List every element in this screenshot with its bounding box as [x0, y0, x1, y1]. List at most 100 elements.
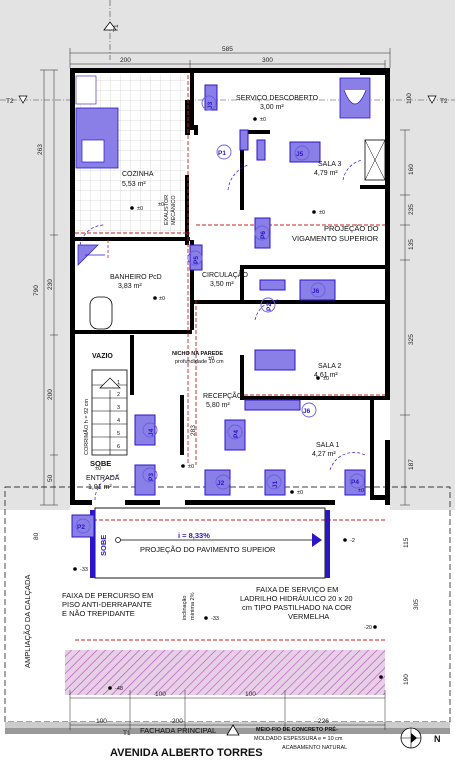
note-ramp-slope: i = 8,33% [178, 531, 210, 540]
label-fachada: FACHADA PRINCIPAL [140, 726, 216, 735]
dim-left-80: 80 [33, 532, 40, 540]
dim-bottom-100c: 100 [245, 691, 256, 698]
tag-p4-exterior: P4 [351, 479, 359, 486]
dim-left-790: 790 [33, 285, 40, 296]
room-entrada-area: 1,01 m² [88, 484, 112, 491]
note-sobe-ramp: SOBE [99, 535, 108, 556]
room-servico-area: 3,00 m² [260, 104, 284, 111]
level-sala3: ±0 [319, 210, 325, 216]
stair-step-5: 5 [117, 431, 120, 437]
note-servico-1: FAIXA DE SERVIÇO EM [256, 585, 338, 594]
dim-left-200: 200 [47, 389, 54, 400]
stair-step-6: 6 [117, 444, 120, 450]
pillar-tags [75, 95, 365, 534]
dim-right-325: 325 [408, 334, 415, 345]
room-entrada-name: ENTRADA [86, 475, 120, 482]
room-sala2-name: SALA 2 [318, 363, 341, 370]
level-servico: ±0 [260, 117, 266, 123]
room-sala2-area: 4,61 m² [314, 372, 338, 379]
tag-p4-interior: P4 [233, 430, 240, 438]
room-circulacao-area: 3,50 m² [210, 281, 234, 288]
axis-t2: T2 T2 [0, 95, 455, 105]
level-markers [73, 117, 383, 690]
stair-step-1: 1 [117, 380, 120, 386]
dim-right-235: 235 [408, 204, 415, 215]
tag-j2: J2 [217, 480, 225, 487]
level-recepcao: ±0 [188, 464, 194, 470]
dim-bottom-200: 200 [172, 718, 183, 725]
level-sidewalk-c: -20 [364, 625, 372, 631]
dim-top-total: 585 [222, 46, 233, 53]
neighbour-top [0, 0, 455, 68]
level-banheiro: ±0 [159, 296, 165, 302]
axis-label-t1-bottom: T1 [123, 730, 131, 737]
tag-j5: J5 [296, 151, 304, 158]
room-recepcao-area: 5,80 m² [206, 402, 230, 409]
dim-mid-283: 283 [190, 425, 197, 436]
tag-p2-exterior: P2 [77, 524, 85, 531]
dim-right-115: 115 [403, 537, 410, 548]
tag-j3: J3 [207, 101, 214, 109]
room-banheiro-name: BANHEIRO PcD [110, 274, 162, 281]
dim-right-100: 100 [406, 93, 413, 104]
level-sala1b: ±0 [358, 488, 364, 494]
note-mecanico: MECÂNICO [170, 195, 177, 225]
room-sala3-name: SALA 3 [318, 161, 341, 168]
tag-j6-lower: J6 [303, 408, 311, 415]
level-sala2: ±0 [323, 376, 329, 382]
counter-top [75, 75, 97, 105]
left-dimensions [40, 69, 58, 506]
note-servico-2: LADRILHO HIDRÁULICO 20 x 20 [240, 594, 353, 603]
tag-p6: P6 [260, 231, 267, 239]
door-swings [79, 159, 366, 501]
level-cozinha: ±0 [137, 206, 143, 212]
level-sidewalk-b: -33 [211, 616, 219, 622]
note-sobe-stairs: SOBE [90, 459, 111, 468]
tag-p3: P3 [148, 473, 155, 481]
pillars [71, 84, 366, 538]
tag-j4: J4 [148, 428, 155, 436]
note-exaustor: EXAUSTOR [164, 195, 170, 225]
stair-step-2: 2 [117, 392, 120, 398]
toilet [89, 296, 113, 330]
axis-label-t2-left: T2 [6, 98, 14, 105]
stair-step-4: 4 [117, 418, 120, 424]
dim-bottom-100b: 100 [155, 691, 166, 698]
level-circulacao: ±0 [208, 356, 214, 362]
room-cozinha-area: 5,53 m² [122, 181, 146, 188]
note-meiofio-3: ACABAMENTO NATURAL [282, 745, 347, 751]
dim-right-160: 160 [408, 164, 415, 175]
interior-walls [70, 70, 390, 505]
service-strip [65, 650, 385, 695]
ramp [94, 507, 326, 579]
dim-top-a: 200 [120, 57, 131, 64]
dim-right-190: 190 [403, 674, 410, 685]
note-servico-3: cm TIPO PASTILHADO NA COR [242, 603, 352, 612]
exterior-walls [70, 68, 390, 505]
tank [339, 77, 371, 119]
right-dimensions [400, 129, 410, 506]
note-meiofio-1: MEIO-FIO DE CONCRETO PRÉ- [256, 725, 338, 733]
room-sala1-area: 4,27 m² [312, 451, 336, 458]
dim-top-b: 300 [262, 57, 273, 64]
note-meiofio-2: MOLDADO ESPESSURA e = 10 cm [254, 736, 343, 742]
tag-p2-interior: P2 [266, 303, 273, 311]
level-sidewalk-a: -33 [80, 567, 88, 573]
dim-bottom-100a: 100 [96, 718, 107, 725]
level-sala1: ±0 [297, 490, 303, 496]
tag-j1: J1 [272, 480, 279, 488]
north-label: N [434, 734, 441, 744]
note-servico-4: VERMELHA [288, 612, 329, 621]
neighbour-right [390, 0, 455, 510]
dim-bottom-226: 226 [318, 718, 329, 725]
note-inclinacao-1: inclinação [182, 596, 188, 620]
level-entrada: ±0 [95, 466, 101, 472]
fachada-marker-icon [226, 724, 240, 736]
bottom-dimensions [69, 690, 386, 730]
room-circulacao-name: CIRCULAÇÃO [202, 270, 248, 279]
stairs [91, 369, 128, 456]
room-banheiro-area: 3,83 m² [118, 283, 142, 290]
note-percurso-2: PISO ANTI-DERRAPANTE [62, 600, 152, 609]
note-proj-vig-1: PROJEÇÃO DO [324, 224, 379, 233]
